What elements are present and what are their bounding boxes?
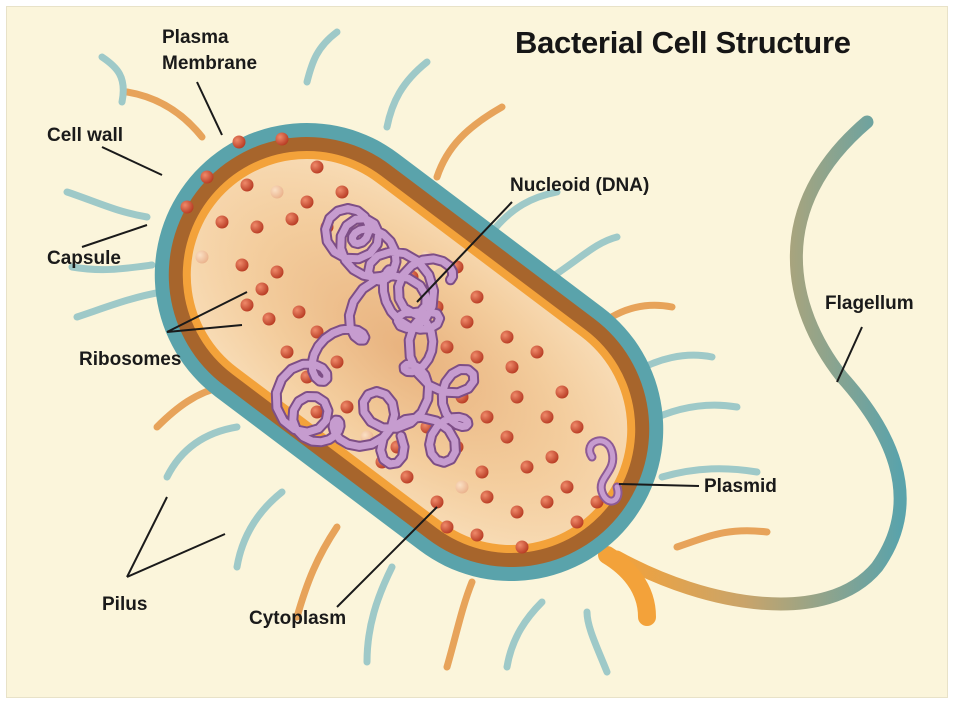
ribosome	[201, 171, 214, 184]
ribosome	[241, 299, 254, 312]
ribosome	[181, 201, 194, 214]
label-plasmid: Plasmid	[704, 476, 777, 498]
diagram-title: Bacterial Cell Structure	[515, 25, 851, 61]
pilus-strand	[587, 612, 607, 672]
ribosome	[216, 216, 229, 229]
ribosome	[276, 133, 289, 146]
pilus-strand	[237, 492, 282, 567]
label-cytoplasm: Cytoplasm	[249, 608, 346, 630]
ribosome	[461, 316, 474, 329]
label-plasma-membrane-line1: Plasma	[162, 27, 229, 49]
label-pilus: Pilus	[102, 594, 147, 616]
ribosome	[441, 341, 454, 354]
pilus-strand	[677, 531, 767, 547]
ribosome	[271, 266, 284, 279]
ribosome	[481, 491, 494, 504]
pilus-strand	[437, 107, 502, 177]
label-cell-wall: Cell wall	[47, 125, 123, 147]
ribosome	[271, 186, 284, 199]
ribosome	[301, 196, 314, 209]
ribosome	[233, 136, 246, 149]
ribosome	[501, 331, 514, 344]
ribosome	[481, 411, 494, 424]
ribosome	[511, 506, 524, 519]
pilus-strand	[507, 602, 542, 667]
pilus-strand	[102, 57, 123, 102]
ribosome	[256, 283, 269, 296]
pilus-strand	[167, 427, 237, 477]
leader-plasma-membrane	[197, 82, 222, 135]
ribosome	[401, 471, 414, 484]
pilus-strand	[552, 237, 617, 277]
ribosome	[556, 386, 569, 399]
ribosome	[263, 313, 276, 326]
ribosome	[286, 213, 299, 226]
ribosome	[336, 186, 349, 199]
ribosome	[251, 221, 264, 234]
ribosome	[341, 401, 354, 414]
pilus-strand	[307, 32, 337, 82]
ribosome	[293, 306, 306, 319]
ribosome	[471, 529, 484, 542]
ribosome	[516, 541, 529, 554]
ribosome	[331, 356, 344, 369]
ribosome	[281, 346, 294, 359]
leader-pilus-2	[127, 534, 225, 577]
label-plasma-membrane-line2: Membrane	[162, 53, 257, 75]
label-flagellum: Flagellum	[825, 293, 914, 315]
ribosome	[541, 496, 554, 509]
ribosome	[511, 391, 524, 404]
ribosome	[196, 251, 209, 264]
ribosome	[531, 346, 544, 359]
label-nucleoid: Nucleoid (DNA)	[510, 175, 649, 197]
ribosome	[541, 411, 554, 424]
ribosome	[241, 179, 254, 192]
leader-cell-wall	[102, 147, 162, 175]
pilus-strand	[367, 567, 392, 662]
pilus-strand	[387, 62, 427, 127]
label-capsule: Capsule	[47, 248, 121, 270]
ribosome	[471, 351, 484, 364]
label-ribosomes: Ribosomes	[79, 349, 181, 371]
ribosome	[571, 421, 584, 434]
ribosome	[456, 481, 469, 494]
ribosome	[441, 521, 454, 534]
ribosome	[501, 431, 514, 444]
ribosome	[571, 516, 584, 529]
ribosome	[431, 496, 444, 509]
ribosome	[546, 451, 559, 464]
leader-pilus-1	[127, 497, 167, 577]
ribosome	[561, 481, 574, 494]
ribosome	[521, 461, 534, 474]
pilus-strand	[77, 292, 162, 317]
pilus-strand	[127, 92, 202, 137]
diagram-canvas: Bacterial Cell Structure Plasma Membrane…	[6, 6, 948, 698]
pilus-strand	[67, 192, 147, 217]
leader-flagellum	[837, 327, 862, 382]
ribosome	[476, 466, 489, 479]
leader-capsule	[82, 225, 147, 247]
ribosome	[506, 361, 519, 374]
pilus-strand	[297, 527, 337, 617]
ribosome	[311, 161, 324, 174]
pilus-strand	[447, 582, 472, 667]
ribosome	[236, 259, 249, 272]
ribosome	[471, 291, 484, 304]
